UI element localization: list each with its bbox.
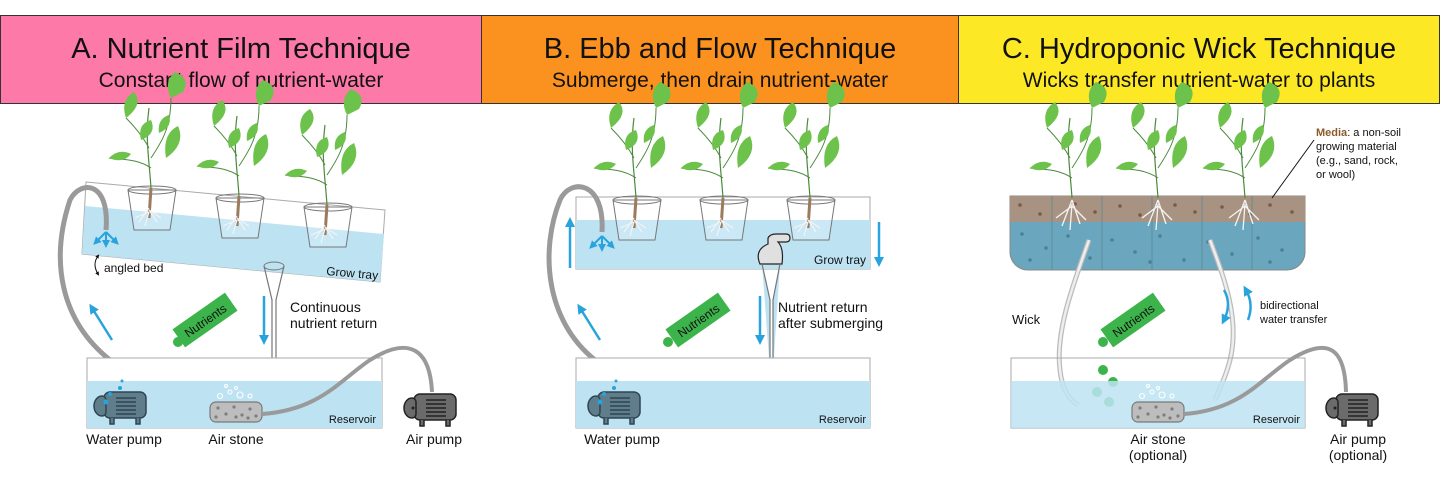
media-label-line3: (e.g., sand, rock, (1316, 155, 1398, 167)
up-flow-arrow (89, 303, 114, 341)
pot (302, 201, 354, 249)
media-label-line1: Media: a non-soil (1316, 127, 1401, 139)
plant-icon (1029, 81, 1108, 199)
air-stone-label: Air stone (208, 431, 263, 447)
angled-bed-label: angled bed (104, 261, 163, 275)
reservoir-label: Reservoir (819, 414, 866, 426)
transfer-label-line1: bidirectional (1260, 300, 1319, 312)
panel-c-header: C. Hydroponic Wick Technique Wicks trans… (958, 15, 1440, 104)
return-label-line2: after submerging (778, 315, 883, 331)
spray-arrows-icon (93, 231, 119, 248)
water-pump-label: Water pump (86, 431, 162, 447)
panel-b-subtitle: Submerge, then drain nutrient-water (551, 69, 889, 92)
media-definition: : a non-soil (1347, 127, 1401, 139)
nutrients-packet: Nutrients (665, 292, 731, 348)
media-label-line4: or wool) (1316, 169, 1355, 181)
plant-icon (1115, 81, 1194, 199)
return-funnel (263, 261, 285, 378)
air-stone-label-line2: (optional) (1129, 447, 1187, 463)
spray-arrows-icon (589, 235, 615, 252)
pot (611, 194, 663, 242)
plant-icon (108, 71, 187, 189)
panel-b-diagram: Grow tray Nutrient return after submergi… (546, 81, 884, 447)
reservoir-label: Reservoir (329, 414, 376, 426)
transfer-label-line2: water transfer (1259, 314, 1328, 326)
grow-tray-label: Grow tray (814, 253, 866, 267)
up-flow-arrow (577, 303, 602, 341)
panel-c-title: C. Hydroponic Wick Technique (1001, 33, 1397, 65)
water-pump-label: Water pump (584, 431, 660, 447)
panel-a-header: A. Nutrient Film Technique Constant flow… (0, 15, 482, 104)
media-term: Media (1316, 127, 1348, 139)
bidirectional-arrow-up (1243, 285, 1253, 321)
pot (698, 194, 750, 242)
pot (126, 184, 178, 232)
roots (1055, 199, 1260, 231)
bidirectional-arrow-down (1221, 289, 1231, 325)
plant-icon (196, 79, 275, 197)
panel-c-subtitle: Wicks transfer nutrient-water to plants (1022, 69, 1376, 92)
pot (785, 194, 837, 242)
panel-b-title: B. Ebb and Flow Technique (543, 33, 897, 65)
plant-icon (593, 81, 672, 199)
panel-c-diagram: Media: a non-soil growing material (e.g.… (1009, 81, 1401, 463)
air-pump-icon (403, 393, 457, 427)
air-pump-label: Air pump (406, 431, 462, 447)
wick-label: Wick (1012, 312, 1041, 327)
air-tube (261, 345, 434, 416)
air-pump-label-line2: (optional) (1329, 447, 1387, 463)
bubbles-icon (103, 379, 124, 405)
pot (214, 192, 266, 240)
plant-icon (284, 88, 363, 206)
return-label-line1: Continuous (290, 299, 361, 315)
panel-a-diagram: angled bed Grow tray Continuous nutrient… (57, 71, 462, 447)
air-stone-label-line1: Air stone (1130, 431, 1185, 447)
return-label-line1: Nutrient return (778, 299, 867, 315)
plant-icon (1202, 81, 1281, 199)
angled-bed-arrow (94, 254, 100, 276)
air-pump-label-line1: Air pump (1330, 431, 1386, 447)
media-leader-line (1271, 139, 1315, 199)
bubbles-icon (597, 379, 618, 405)
plant-icon (680, 81, 759, 199)
media-label-line2: growing material (1316, 141, 1397, 153)
return-label-line2: nutrient return (290, 315, 377, 331)
air-tube (1183, 345, 1348, 416)
nutrients-packet: Nutrients (1100, 292, 1166, 348)
panel-a-title: A. Nutrient Film Technique (71, 33, 411, 65)
air-pump-icon (1325, 393, 1379, 427)
drain-valve-icon (757, 233, 791, 378)
grow-tray-label: Grow tray (326, 264, 379, 282)
reservoir-label: Reservoir (1253, 414, 1300, 426)
plant-icon (767, 81, 846, 199)
nutrients-packet: Nutrients (172, 292, 238, 348)
